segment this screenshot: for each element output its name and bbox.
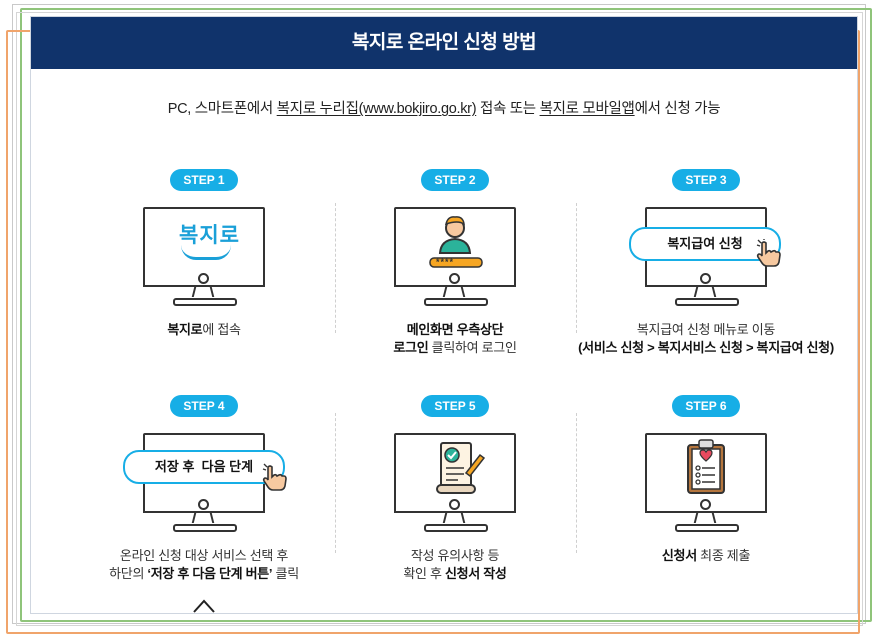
step-3: STEP 3 복지급여 신청 복지급여 신청 메뉴로 이동 (서비스 신청 > …: [578, 169, 834, 359]
step-badge: STEP 3: [672, 169, 740, 191]
divider: [576, 203, 577, 333]
step-badge: STEP 5: [421, 395, 489, 417]
background-frame-inner: [16, 12, 863, 626]
monitor-icon: 복지로: [143, 207, 265, 306]
guide-card: 복지로 온라인 신청 방법 PC, 스마트폰에서 복지로 누리집(www.bok…: [30, 16, 858, 614]
bokjiro-logo-smile: [181, 245, 231, 260]
monitor-icon: [394, 433, 516, 532]
step-6: STEP 6 신청서 최종 제출: [581, 395, 831, 595]
password-mask: ****: [436, 257, 455, 267]
divider: [335, 203, 336, 333]
monitor-icon: ****: [394, 207, 516, 306]
hand-pointer-icon: [756, 239, 781, 267]
step-4-description: 온라인 신청 대상 서비스 선택 후 하단의 ‘저장 후 다음 단계 버튼’ 클…: [109, 548, 299, 581]
step-2-description: 메인화면 우측상단 로그인 클릭하여 로그인: [393, 322, 517, 355]
scroll-up-arrow-icon[interactable]: [193, 599, 215, 613]
step-5-description: 작성 유의사항 등 확인 후 신청서 작성: [403, 548, 507, 581]
background-frame: [12, 4, 866, 624]
divider: [576, 413, 577, 553]
clipboard-heart-icon: [687, 439, 725, 494]
save-next-step-button[interactable]: 저장 후 다음 단계: [123, 450, 285, 484]
step-3-description: 복지급여 신청 메뉴로 이동 (서비스 신청 > 복지서비스 신청 > 복지급여…: [578, 322, 834, 355]
divider: [335, 413, 336, 553]
bokjiro-logo: 복지로: [179, 222, 240, 247]
intro-text: PC, 스마트폰에서 복지로 누리집(www.bokjiro.go.kr) 접속…: [31, 97, 857, 118]
intro-prefix: PC, 스마트폰에서: [167, 101, 277, 117]
step-5: STEP 5 작성 유의사항 등 확인 후 신청서 작성: [330, 395, 580, 595]
step-badge: STEP 1: [170, 169, 238, 191]
user-icon: [429, 216, 483, 268]
step-badge: STEP 2: [421, 169, 489, 191]
step-6-description: 신청서 최종 제출: [661, 548, 751, 563]
welfare-apply-button[interactable]: 복지급여 신청: [629, 227, 781, 261]
step-4: STEP 4 저장 후 다음 단계 온라인 신청 대상 서비스 선택 후 하단의…: [79, 395, 329, 613]
hand-pointer-icon: [262, 463, 287, 491]
step-2: STEP 2 **** 메인화면 우측상단 로그인 클릭하여 로그인: [330, 169, 580, 359]
step-1: STEP 1 복지로 복지로에 접속: [79, 169, 329, 349]
intro-suffix: 에서 신청 가능: [634, 101, 721, 117]
background-frame-green: [20, 8, 872, 622]
document-check-icon: [436, 442, 486, 494]
bokjiro-website-link[interactable]: 복지로 누리집(www.bokjiro.go.kr): [276, 101, 477, 117]
page-title: 복지로 온라인 신청 방법: [31, 17, 857, 69]
step-1-description: 복지로에 접속: [167, 322, 241, 337]
bokjiro-mobile-app-link[interactable]: 복지로 모바일앱: [539, 101, 635, 117]
intro-mid: 접속 또는: [476, 101, 540, 117]
monitor-icon: [645, 433, 767, 532]
step-badge: STEP 6: [672, 395, 740, 417]
step-badge: STEP 4: [170, 395, 238, 417]
